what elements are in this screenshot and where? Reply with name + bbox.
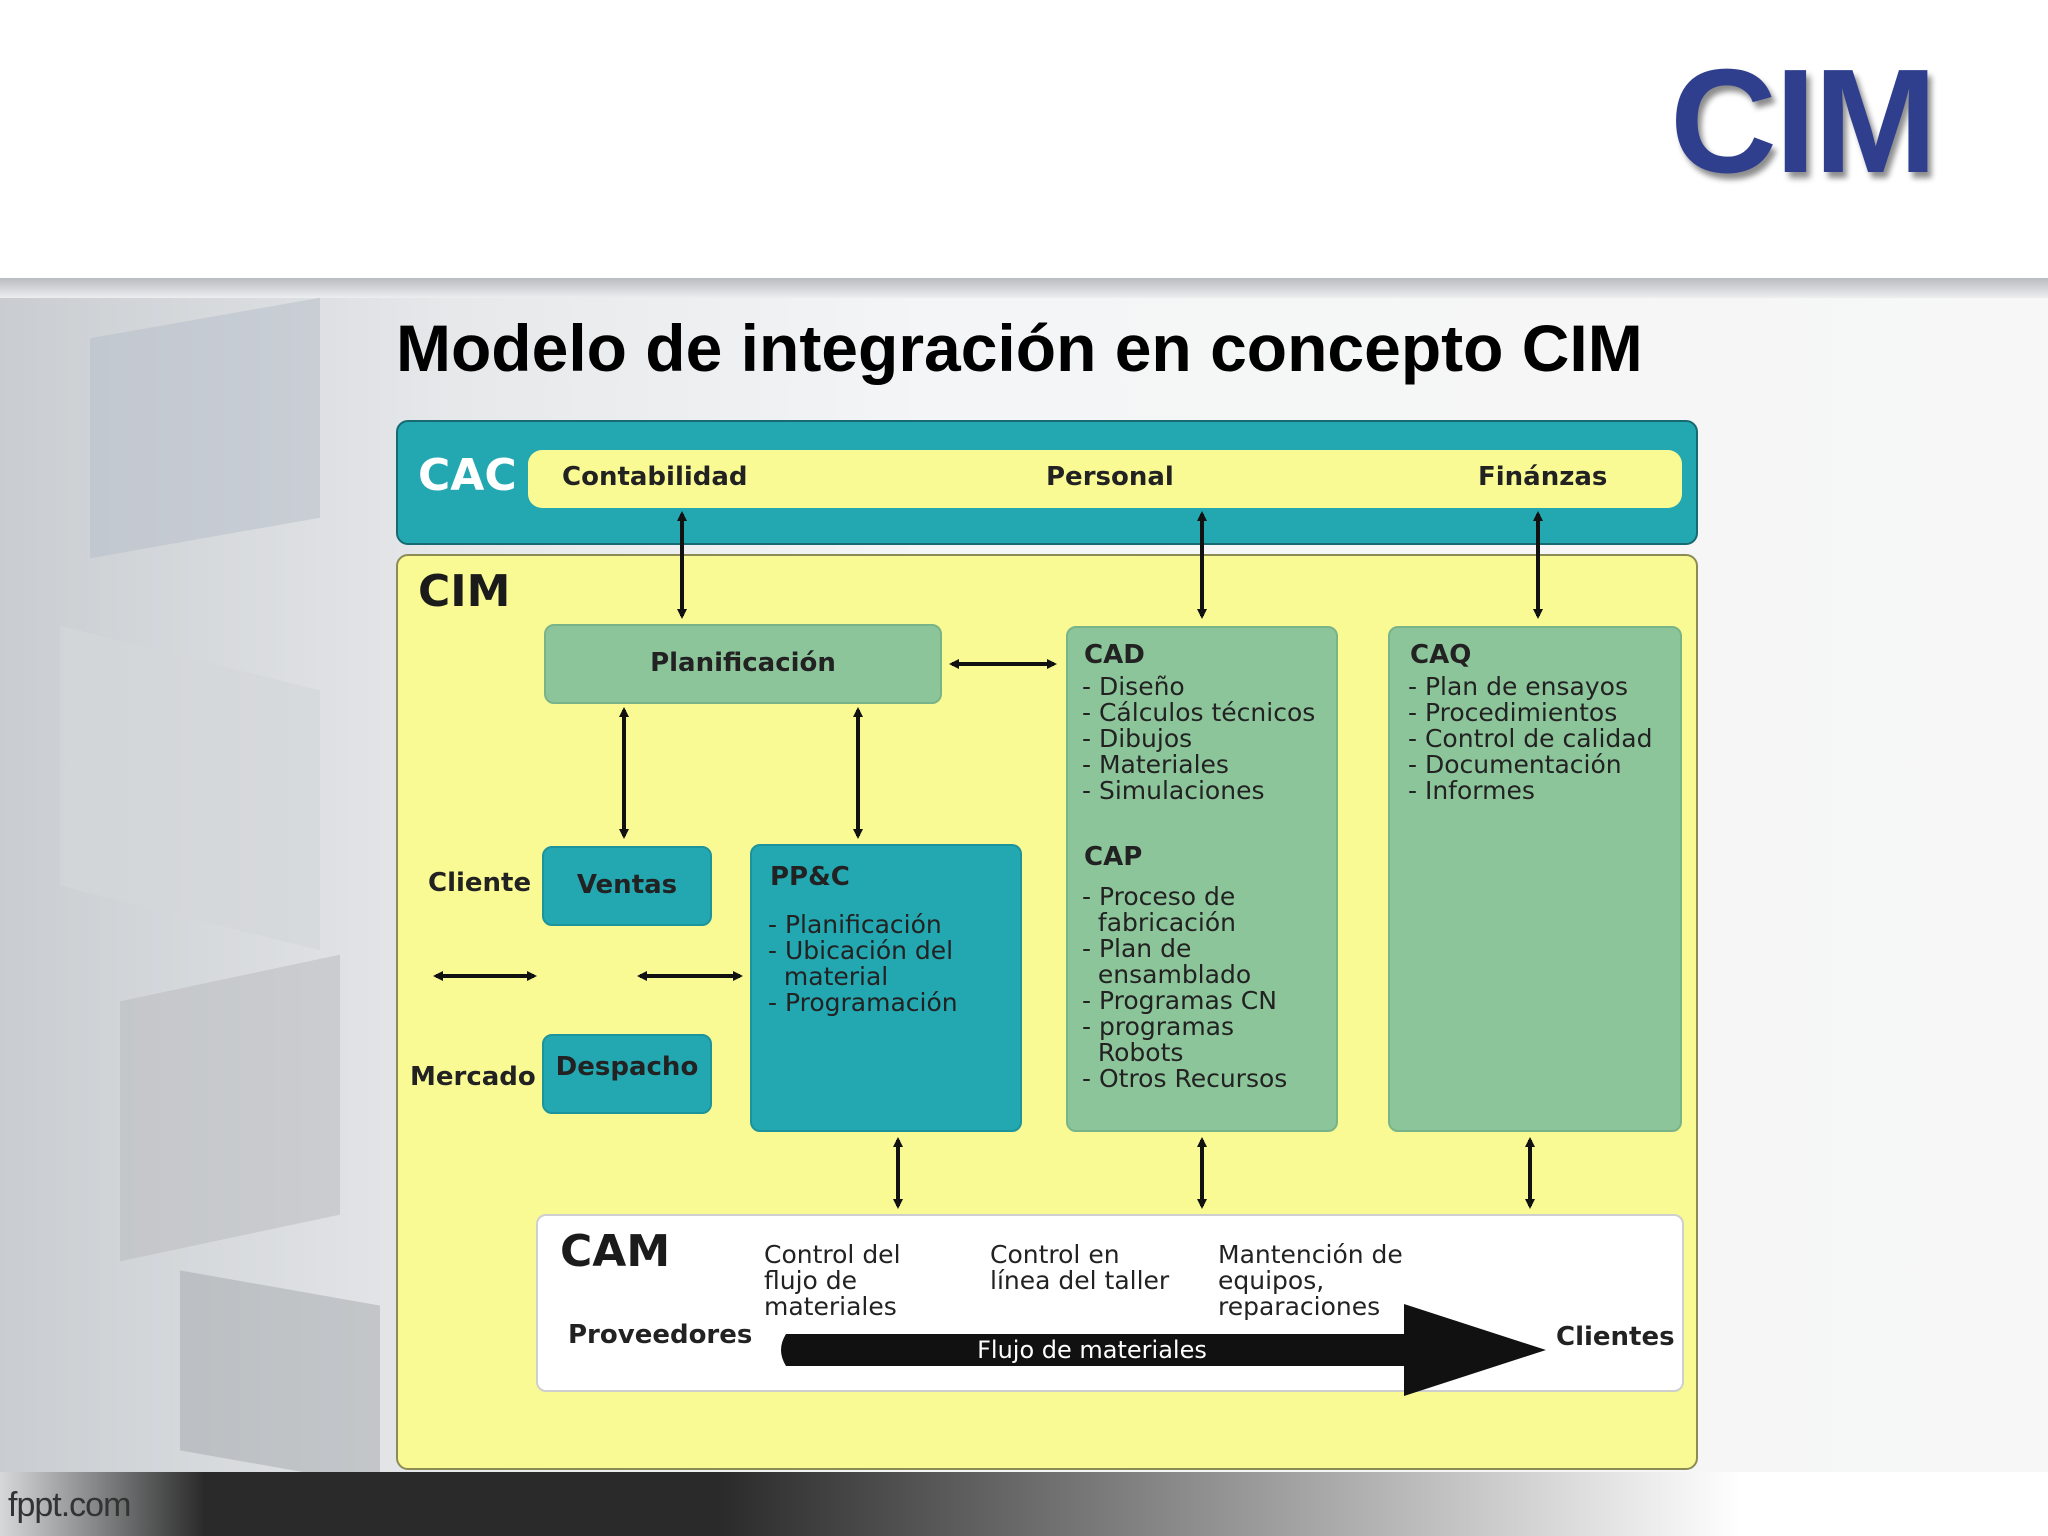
background-cube xyxy=(60,625,320,951)
caq-heading: CAQ xyxy=(1410,640,1472,670)
cam-label: CAM xyxy=(560,1226,671,1277)
list-item: - Cálculos técnicos xyxy=(1082,698,1316,727)
cam-box: CAM Control del flujo de materiales Cont… xyxy=(536,1214,1684,1396)
list-item: - Simulaciones xyxy=(1082,776,1265,805)
caq-list: - Plan de ensayos - Procedimientos - Con… xyxy=(1408,674,1653,804)
list-item: material xyxy=(768,962,889,991)
flujo-arrow: Flujo de materiales xyxy=(781,1304,1546,1396)
cac-item-finanzas: Finánzas xyxy=(1478,462,1608,492)
ppc-list: - Planificación - Ubicación del material… xyxy=(768,912,958,1016)
clientes-label: Clientes xyxy=(1556,1322,1675,1352)
list-item: - Proceso de xyxy=(1082,882,1236,911)
list-item: - Planificación xyxy=(768,910,942,939)
list-item: - Informes xyxy=(1408,776,1535,805)
slide-title: Modelo de integración en concepto CIM xyxy=(396,311,1643,385)
cliente-label: Cliente xyxy=(428,868,532,898)
list-item: - Plan de xyxy=(1082,934,1192,963)
despacho-label: Despacho xyxy=(555,1052,699,1082)
cad-cap-box: CAD - Diseño - Cálculos técnicos - Dibuj… xyxy=(1066,626,1338,1132)
list-item: fabricación xyxy=(1082,908,1237,937)
cad-list: - Diseño - Cálculos técnicos - Dibujos -… xyxy=(1082,674,1315,804)
cim-logo: CIM xyxy=(1670,39,1937,204)
list-item: - Programación xyxy=(768,988,958,1017)
list-item: - Ubicación del xyxy=(768,936,954,965)
cam-col-flujo: Control del flujo de materiales xyxy=(764,1240,901,1321)
background-cube xyxy=(120,954,340,1262)
background-cube xyxy=(180,1270,380,1486)
caq-box: CAQ - Plan de ensayos - Procedimientos -… xyxy=(1388,626,1682,1132)
flujo-label: Flujo de materiales xyxy=(977,1336,1207,1364)
mercado-label: Mercado xyxy=(410,1062,536,1092)
cac-items-bar: Contabilidad Personal Finánzas xyxy=(528,450,1682,508)
list-item: - Otros Recursos xyxy=(1082,1064,1288,1093)
cam-col-mantencion: Mantención de equipos, reparaciones xyxy=(1218,1240,1403,1321)
list-item: - Programas CN xyxy=(1082,986,1277,1015)
cad-heading: CAD xyxy=(1084,640,1145,670)
list-item: Robots xyxy=(1082,1038,1184,1067)
cap-list: - Proceso de fabricación - Plan de ensam… xyxy=(1082,884,1287,1092)
planificacion-label: Planificación xyxy=(650,648,836,678)
ventas-label: Ventas xyxy=(576,870,678,900)
cac-item-contabilidad: Contabilidad xyxy=(562,462,748,492)
ventas-box: Ventas xyxy=(542,846,712,926)
cac-item-personal: Personal xyxy=(1046,462,1174,492)
connector-arrows xyxy=(433,511,1543,1209)
cim-diagram: CAC Contabilidad Personal Finánzas CIM P… xyxy=(396,420,1700,1470)
list-item: - Control de calidad xyxy=(1408,724,1653,753)
cam-col-taller: Control en línea del taller xyxy=(990,1240,1170,1295)
background-shade xyxy=(0,278,2048,298)
list-item: - Documentación xyxy=(1408,750,1622,779)
list-item: - Materiales xyxy=(1082,750,1229,779)
fppt-watermark: fppt.com xyxy=(8,1486,131,1524)
proveedores-label: Proveedores xyxy=(568,1320,753,1350)
despacho-box: Despacho xyxy=(542,1034,712,1114)
ppc-box: PP&C - Planificación - Ubicación del mat… xyxy=(750,844,1022,1132)
list-item: - Plan de ensayos xyxy=(1408,672,1628,701)
cim-label: CIM xyxy=(418,566,511,617)
list-item: - Dibujos xyxy=(1082,724,1193,753)
list-item: - Procedimientos xyxy=(1408,698,1618,727)
top-bar xyxy=(0,0,2048,278)
cac-band: CAC Contabilidad Personal Finánzas xyxy=(396,420,1698,545)
cac-label: CAC xyxy=(418,450,517,501)
cap-heading: CAP xyxy=(1084,842,1143,872)
list-item: - programas xyxy=(1082,1012,1235,1041)
list-item: ensamblado xyxy=(1082,960,1252,989)
ppc-heading: PP&C xyxy=(770,862,850,892)
bottom-strip xyxy=(0,1472,2048,1536)
background-cube xyxy=(90,297,320,559)
list-item: - Diseño xyxy=(1082,672,1185,701)
planificacion-box: Planificación xyxy=(544,624,942,704)
